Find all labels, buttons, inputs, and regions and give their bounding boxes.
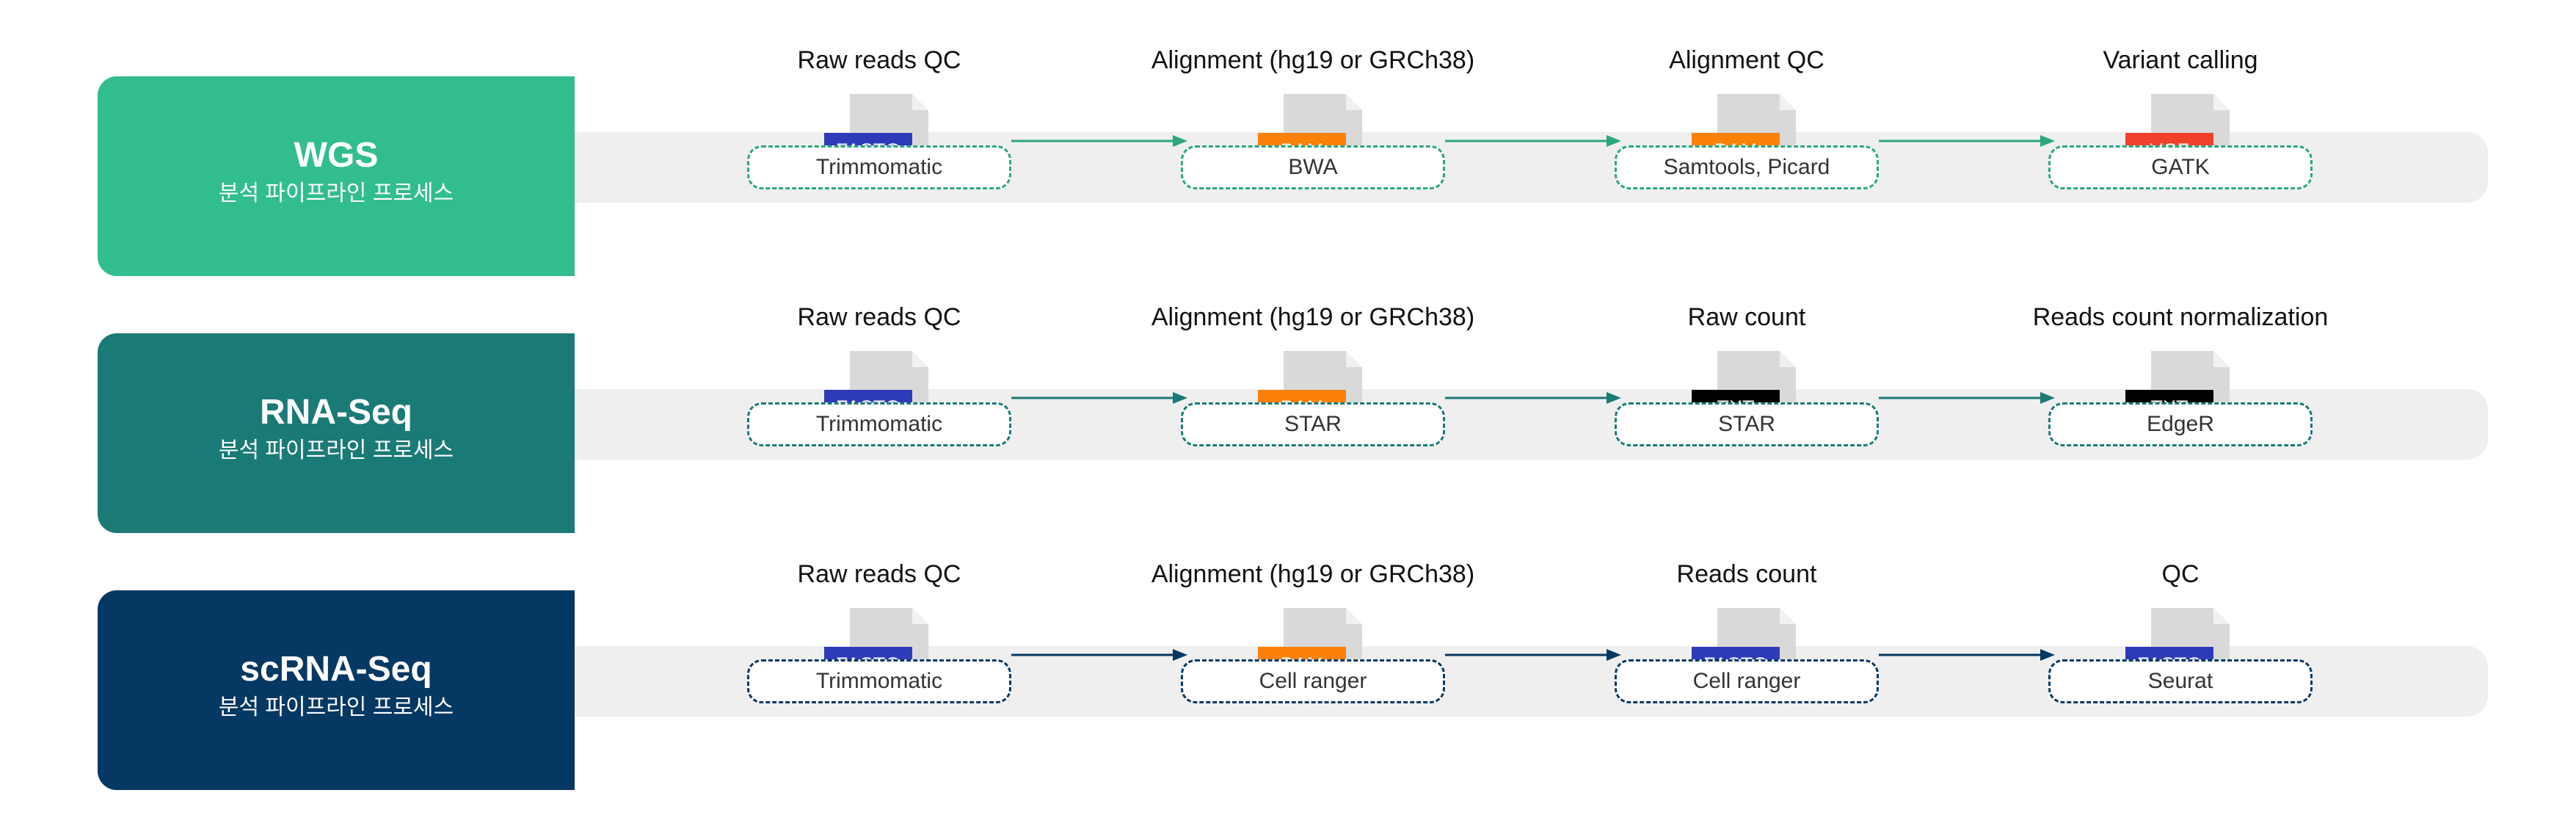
tool-label: EdgeR [2048,402,2313,446]
stage-title: Variant calling [2103,46,2258,74]
tool-label: Trimmomatic [747,145,1011,189]
pipeline-label-box: WGS 분석 파이프라인 프로세스 [98,76,575,276]
tool-label: Seurat [2048,659,2313,703]
stage-title: Alignment QC [1669,46,1824,74]
stage-title: Reads count [1676,560,1817,588]
arrow-right-icon [1445,649,1621,661]
tool-label: STAR [1181,402,1445,446]
arrow-right-icon [1445,135,1621,147]
pipeline-title: scRNA-Seq [240,650,432,689]
tool-label: Trimmomatic [747,659,1011,703]
stage-title: Alignment (hg19 or GRCh38) [1151,46,1475,74]
arrow-right-icon [1011,649,1187,661]
tool-label: BWA [1181,145,1445,189]
tool-label: STAR [1615,402,1879,446]
arrow-right-icon [1011,392,1187,404]
arrow-right-icon [1011,135,1187,147]
pipeline-label-box: scRNA-Seq 분석 파이프라인 프로세스 [98,590,575,790]
tool-label: Cell ranger [1181,659,1445,703]
tool-label: Cell ranger [1615,659,1879,703]
stage-title: Raw count [1687,303,1806,331]
tool-label: Samtools, Picard [1615,145,1879,189]
arrow-right-icon [1879,392,2055,404]
stage-title: Reads count normalization [2032,303,2329,331]
pipeline-label-box: RNA-Seq 분석 파이프라인 프로세스 [98,333,575,533]
pipeline-subtitle: 분석 파이프라인 프로세스 [218,438,454,463]
stage-title: Alignment (hg19 or GRCh38) [1151,560,1475,588]
arrow-right-icon [1445,392,1621,404]
tool-label: GATK [2048,145,2313,189]
stage-title: QC [2161,560,2200,588]
pipeline-title: WGS [294,136,379,175]
stage-title: Raw reads QC [797,46,961,74]
tool-label: Trimmomatic [747,402,1011,446]
arrow-right-icon [1879,135,2055,147]
stage-title: Raw reads QC [797,560,961,588]
stage-title: Alignment (hg19 or GRCh38) [1151,303,1475,331]
arrow-right-icon [1879,649,2055,661]
pipeline-subtitle: 분석 파이프라인 프로세스 [218,695,454,720]
pipeline-subtitle: 분석 파이프라인 프로세스 [218,181,454,206]
pipeline-title: RNA-Seq [259,393,412,432]
stage-title: Raw reads QC [797,303,961,331]
